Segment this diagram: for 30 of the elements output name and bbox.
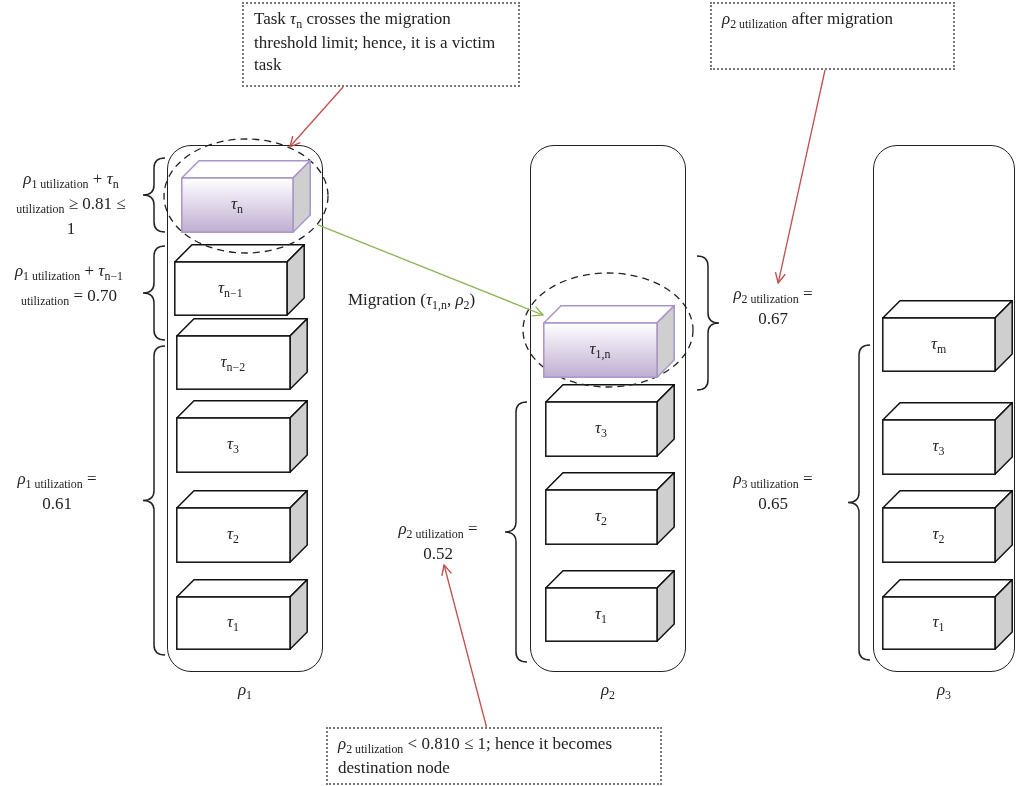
- task-label: τ$_{1,n}$: [589, 339, 611, 363]
- column-label: ρ$_{1}$: [236, 680, 254, 704]
- task-label: τ$_{1}$: [227, 612, 240, 636]
- callout-box: Task τ$_{n}$ crosses the migration threshold limit; hence, it is a victim task: [242, 2, 520, 87]
- column-label: ρ$_{3}$: [935, 680, 953, 704]
- utilization-label: ρ$_{1 utilization}$ + τ$_{n}$ $_{utilization}$ ≥ 0.81 ≤ 1: [15, 168, 127, 240]
- utilization-label: ρ$_{1 utilization}$ + τ$_{n−1}$ $_{utilization}$ = 0.70: [13, 260, 125, 310]
- utilization-label: ρ$_{1 utilization}$ = 0.61: [16, 468, 98, 515]
- task-label: τ$_{m}$: [931, 333, 947, 357]
- task-label: τ$_{1}$: [595, 603, 608, 627]
- utilization-label: ρ$_{2 utilization}$ = 0.52: [395, 518, 481, 565]
- task-label: τ$_{n}$: [231, 194, 244, 218]
- task-label: τ$_{3}$: [932, 436, 945, 460]
- task-label: τ$_{3}$: [227, 434, 240, 458]
- task-label: τ$_{2}$: [932, 524, 945, 548]
- utilization-label: ρ$_{3 utilization}$ = 0.65: [732, 468, 814, 515]
- task-label: τ$_{n−1}$: [218, 277, 243, 301]
- column-label: ρ$_{2}$: [599, 680, 617, 704]
- utilization-label: ρ$_{2 utilization}$ = 0.67: [730, 283, 816, 330]
- task-label: τ$_{2}$: [227, 524, 240, 548]
- callout-box: ρ$_{2 utilization}$ after migration: [710, 2, 955, 70]
- leader-line: [289, 86, 344, 148]
- task-label: τ$_{n−2}$: [220, 351, 246, 375]
- callout-box: ρ$_{2 utilization}$ < 0.810 ≤ 1; hence it becomes destination node: [326, 727, 662, 785]
- migration-arrow: [317, 224, 544, 317]
- leader-line: [441, 564, 488, 728]
- task-label: τ$_{1}$: [932, 612, 945, 636]
- leader-line: [774, 69, 826, 284]
- task-label: τ$_{3}$: [595, 418, 608, 442]
- task-label: τ$_{2}$: [595, 506, 608, 530]
